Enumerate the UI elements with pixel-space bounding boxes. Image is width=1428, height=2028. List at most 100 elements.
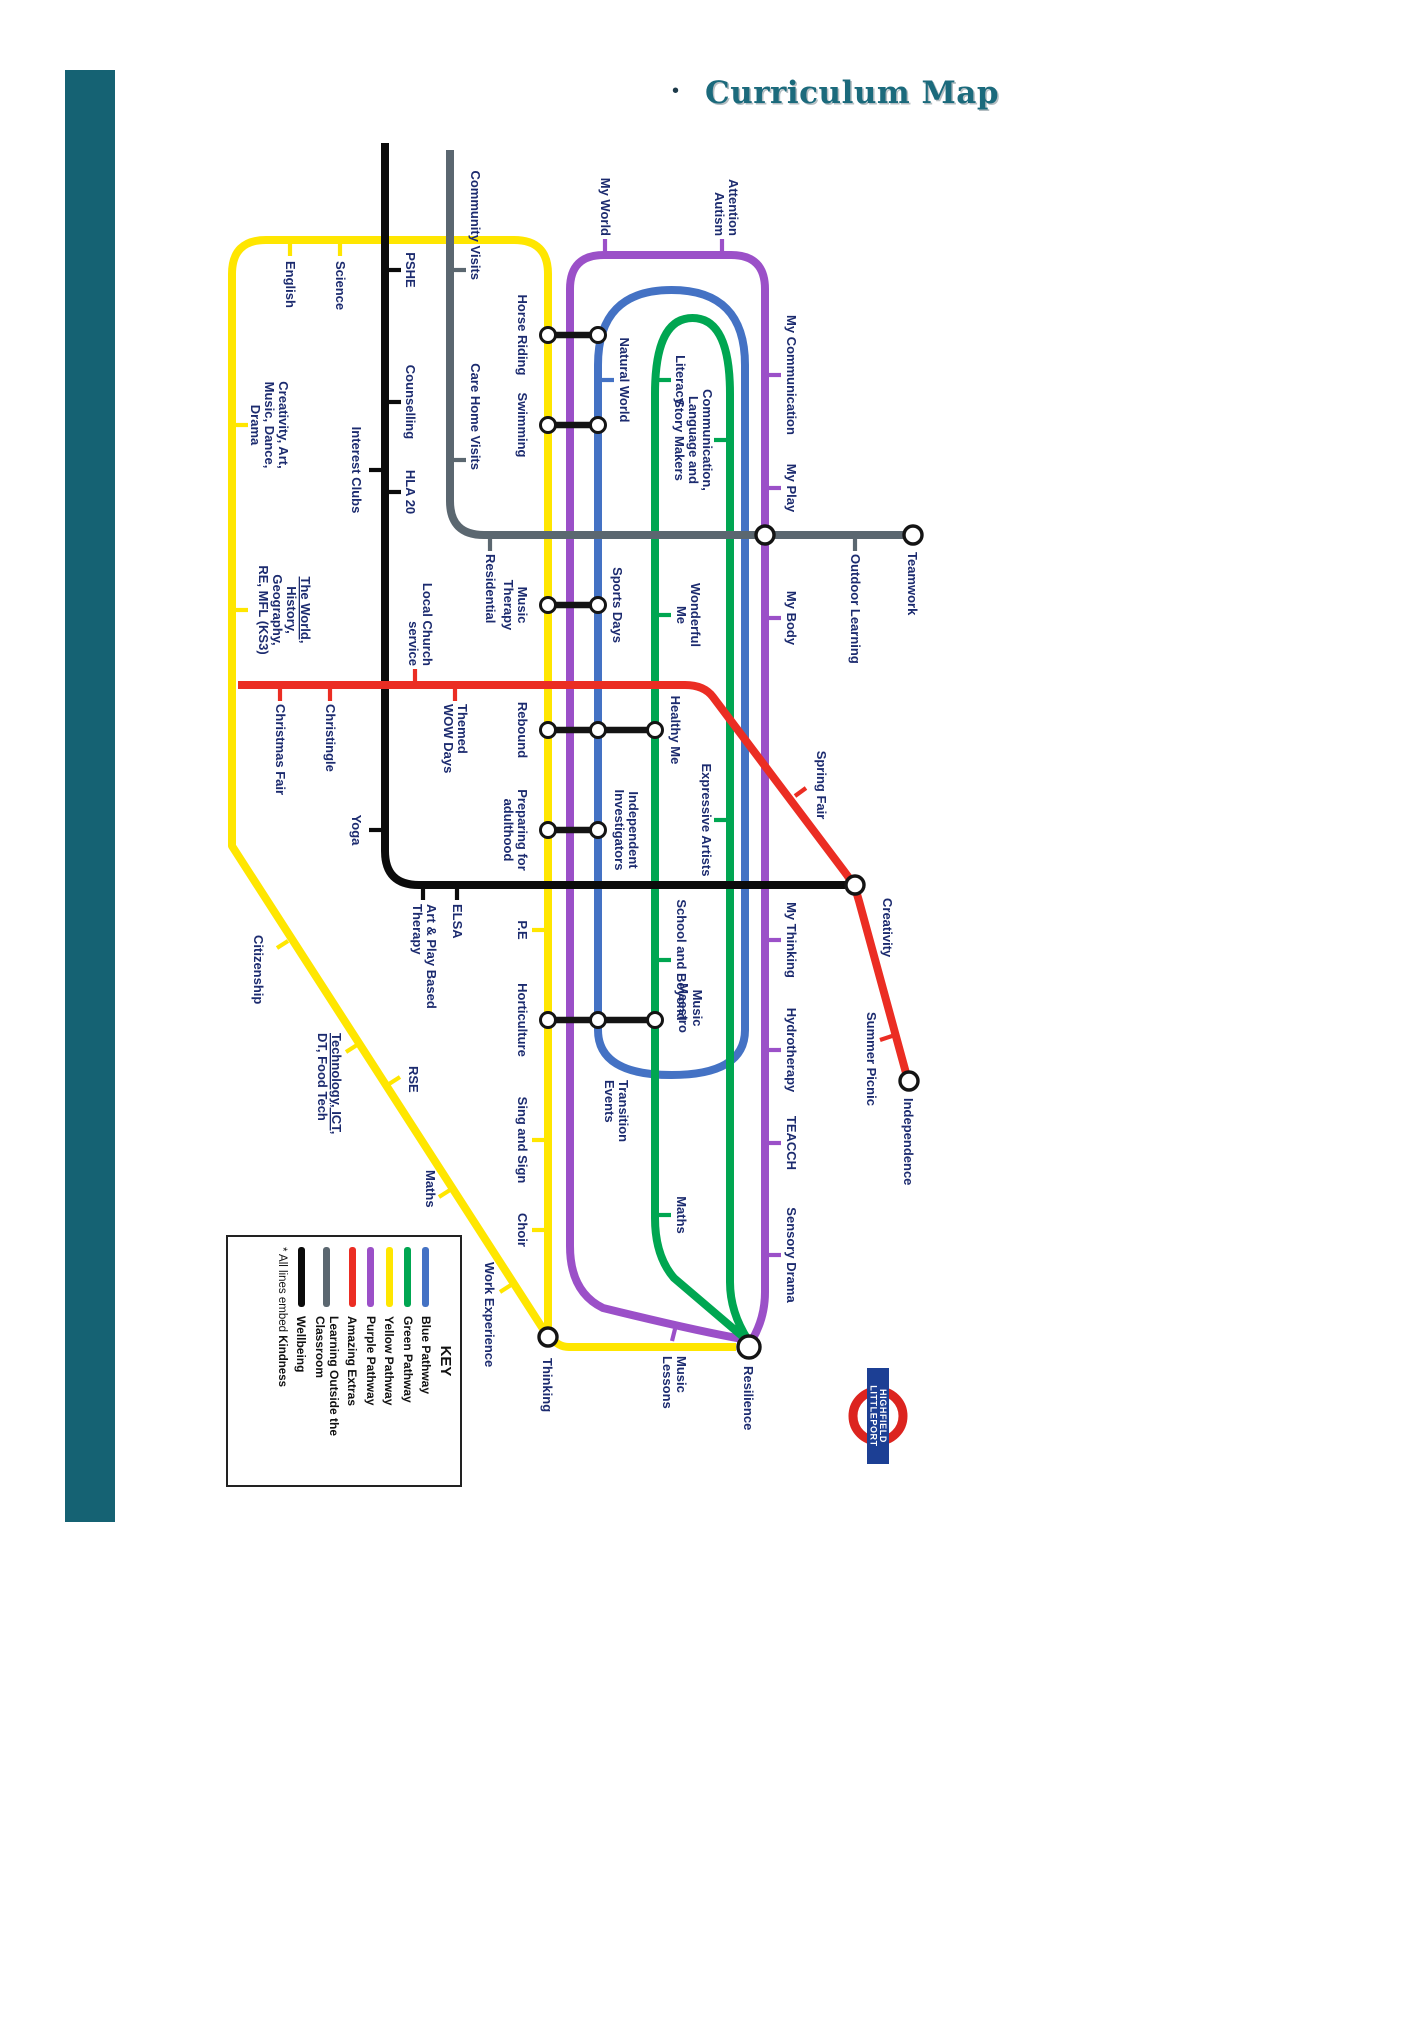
key-item-label: Green Pathway — [400, 1316, 415, 1403]
resilience-marker — [736, 1334, 762, 1360]
station-label-preparing-for-adulthood: Preparing foradulthood — [501, 789, 530, 871]
key-note-bold: Kindness — [275, 1335, 288, 1387]
station-label-christingle: Christingle — [323, 704, 338, 772]
station-label-my-world: My World — [598, 178, 613, 236]
interchange-marker — [539, 596, 557, 614]
key-item-label: Purple Pathway — [363, 1316, 378, 1406]
interchange-marker — [646, 1011, 664, 1029]
summer-picnic-tick — [879, 1034, 893, 1042]
station-label-sensory-drama: Sensory Drama — [784, 1207, 799, 1303]
station-label-english: English — [283, 261, 298, 308]
line-grey — [446, 150, 903, 539]
roundel-line1: HIGHFIELD — [878, 1389, 888, 1443]
spring-fair-tick — [793, 786, 808, 798]
station-label-spring-fair: Spring Fair — [814, 751, 829, 820]
station-label-music-maestro: MusicMaestro — [676, 983, 705, 1033]
key-swatch-blue — [422, 1247, 430, 1307]
station-label-wonderful-me: WonderfulMe — [674, 583, 703, 647]
station-label-sing-and-sign: Sing and Sign — [515, 1097, 530, 1184]
station-label-expressive-artists: Expressive Artists — [699, 764, 714, 877]
station-label-counselling: Counselling — [403, 365, 418, 439]
key-note: * All lines embed Kindness — [276, 1247, 288, 1475]
rse-tick — [387, 1075, 402, 1086]
key-item-green: Green Pathway — [400, 1247, 415, 1475]
interchange-marker — [589, 721, 607, 739]
station-label-community-visits: Community Visits — [468, 170, 483, 280]
interchange-marker — [539, 721, 557, 739]
key-item-label: Yellow Pathway — [382, 1316, 397, 1406]
station-label-pe: P.E — [515, 920, 530, 940]
station-label-hla-20: HLA 20 — [403, 470, 418, 514]
station-label-natural-world: Natural World — [617, 338, 632, 423]
station-label-independence: Independence — [901, 1098, 916, 1185]
station-label-choir: Choir — [515, 1213, 530, 1247]
interchange-marker — [589, 821, 607, 839]
station-label-care-home-visits: Care Home Visits — [468, 363, 483, 470]
interchange-marker — [539, 326, 557, 344]
station-label-my-communication: My Communication — [784, 315, 799, 435]
key-item-label: Wellbeing — [294, 1316, 309, 1373]
independence-marker — [898, 1070, 920, 1092]
station-label-citizenship: Citizenship — [251, 935, 266, 1004]
station-label-maths-ks3: Maths — [423, 1170, 438, 1208]
station-label-yoga: Yoga — [349, 815, 364, 847]
station-label-independent-investigators: IndependentInvestigators — [612, 790, 641, 871]
interchange-marker — [589, 1011, 607, 1029]
station-label-hydrotherapy: Hydrotherapy — [784, 1008, 799, 1093]
teamwork-marker — [902, 524, 924, 546]
station-label-my-body: My Body — [784, 591, 799, 646]
school-roundel-logo: HIGHFIELD LITTLEPORT — [848, 1368, 908, 1464]
station-label-art-play-therapy: Art & Play BasedTherapy — [410, 904, 439, 1009]
key-note-text: * All lines embed — [275, 1247, 288, 1336]
technology-ict-tick — [344, 1043, 359, 1054]
station-label-outdoor-learning: Outdoor Learning — [848, 554, 863, 664]
station-label-rebound: Rebound — [515, 702, 530, 758]
station-label-themed-wow-days: ThemedWOW Days — [441, 704, 470, 773]
creativity-marker — [844, 874, 866, 896]
interchange-marker — [589, 596, 607, 614]
interchange-marker — [539, 1011, 557, 1029]
interchange-marker — [539, 821, 557, 839]
station-label-maths-green: Maths — [674, 1196, 689, 1234]
station-label-resilience: Resilience — [741, 1366, 756, 1430]
key-swatch-black — [297, 1247, 305, 1307]
station-label-work-experience: Work Experience — [482, 1262, 497, 1367]
roundel-line2: LITTLEPORT — [869, 1385, 879, 1447]
key-swatch-green — [403, 1247, 411, 1307]
interchange-marker — [589, 326, 607, 344]
key-title: KEY — [437, 1345, 454, 1377]
interchange-marker — [646, 721, 664, 739]
station-label-literacy: Literacy — [673, 355, 688, 406]
title-bullet-icon: • — [672, 79, 680, 102]
line-black — [381, 143, 845, 889]
line-yellow — [547, 1334, 736, 1351]
station-label-christmas-fair: Christmas Fair — [273, 704, 288, 795]
station-label-swimming: Swimming — [515, 392, 530, 457]
key-item-label: Learning Outside the Classroom — [312, 1316, 342, 1437]
station-label-sports-days: Sports Days — [610, 567, 625, 643]
slide-title: • Curriculum Map — [672, 75, 999, 111]
station-label-horse-riding: Horse Riding — [515, 295, 530, 376]
station-label-music-therapy: MusicTherapy — [501, 580, 530, 631]
station-label-my-thinking: My Thinking — [784, 902, 799, 978]
station-label-music-lessons: MusicLessons — [660, 1356, 689, 1409]
interchange-marker — [589, 416, 607, 434]
key-swatch-yellow — [385, 1247, 393, 1307]
station-label-communication-language-story-makers: Communication,Language andStory Makers — [672, 389, 715, 491]
station-label-creativity-arts: Creativity, Art,Music, Dance,Drama — [248, 381, 291, 468]
citizenship-tick — [275, 939, 290, 950]
key-item-label: Amazing Extras — [345, 1316, 360, 1407]
accent-bar — [65, 70, 115, 1522]
station-label-healthy-me: Healthy Me — [668, 696, 683, 765]
station-label-interest-clubs: Interest Clubs — [349, 427, 364, 514]
key-swatch-red — [348, 1247, 356, 1307]
page-title: Curriculum Map — [705, 75, 1000, 111]
station-label-attention-autism: AttentionAutism — [712, 179, 741, 236]
station-label-elsa: ELSA — [450, 904, 465, 939]
thinking-marker — [537, 1326, 559, 1348]
line-purple — [566, 251, 769, 1343]
station-label-rse: RSE — [406, 1066, 421, 1093]
